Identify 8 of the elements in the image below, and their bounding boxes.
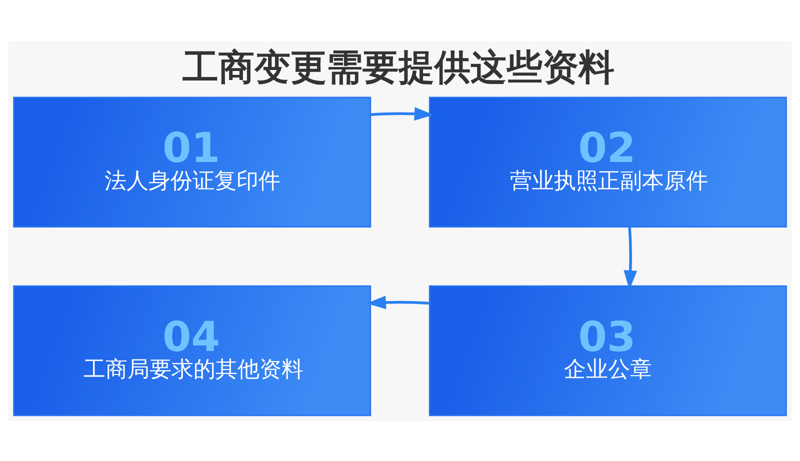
node-box: 01 法人身份证复印件 [13,96,372,228]
arrow [366,295,430,309]
diagram-title: 工商变更需要提供这些资料 [182,46,614,88]
node-box: 04 工商局要求的其他资料 [13,284,372,416]
node-box: 02 营业执照正副本原件 [428,96,787,228]
node-box: 03 企业公章 [428,284,787,416]
arrow [370,106,434,120]
arrow [624,226,638,290]
